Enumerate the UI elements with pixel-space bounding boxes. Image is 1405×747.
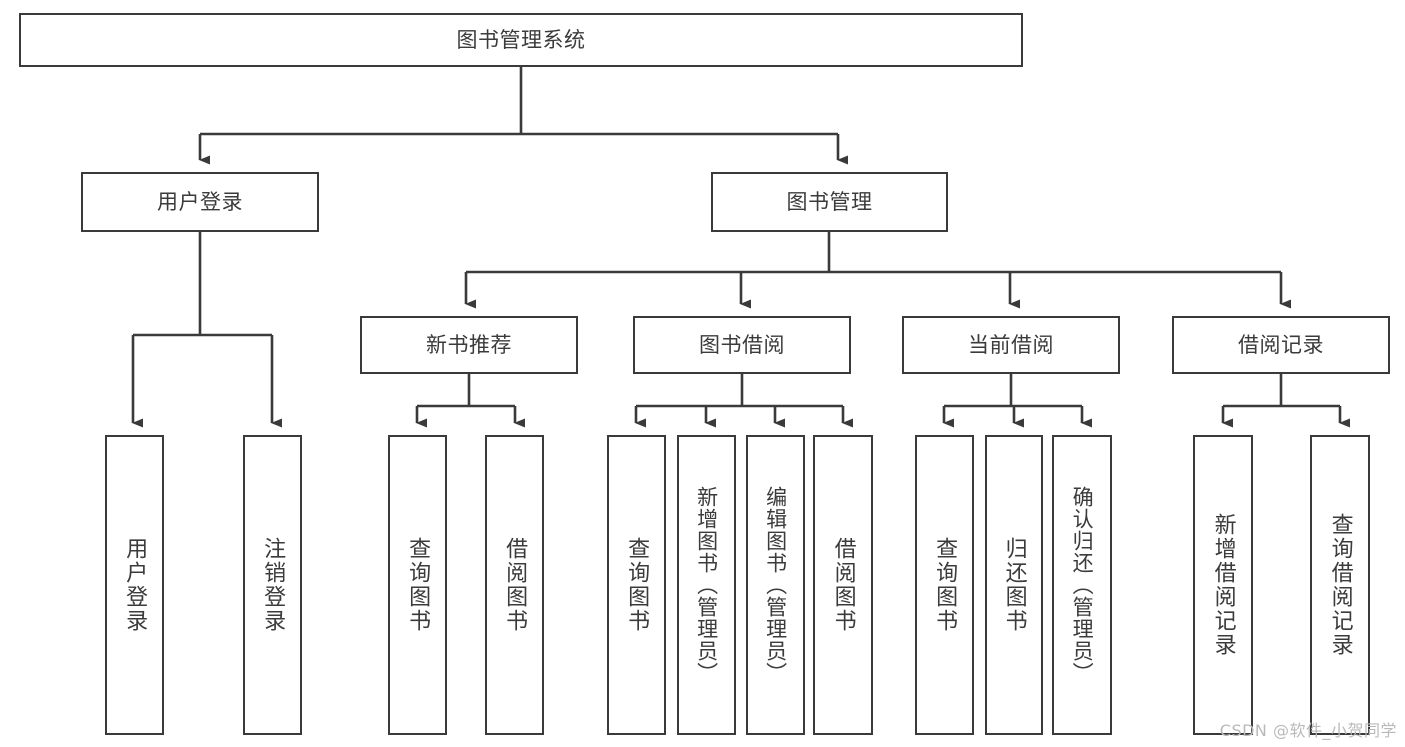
node-leaf-confirm-return-label: 确认归还（管理员） — [1070, 486, 1095, 684]
edge-current-borrow-to-leaves — [942, 374, 1092, 428]
node-book-manage[interactable]: 图书管理 — [711, 172, 948, 232]
node-leaf-query-book-current[interactable]: 查询图书 — [915, 435, 974, 735]
csdn-watermark: CSDN @软件_小贺同学 — [1219, 721, 1397, 740]
node-leaf-add-book[interactable]: 新增图书（管理员） — [677, 435, 736, 735]
node-current-borrow-label: 当前借阅 — [968, 332, 1054, 357]
node-new-book-recommend-label: 新书推荐 — [426, 332, 512, 357]
node-leaf-borrow-book-label: 借阅图书 — [830, 537, 856, 633]
node-leaf-confirm-return[interactable]: 确认归还（管理员） — [1052, 435, 1112, 735]
node-leaf-add-borrow-record-label: 新增借阅记录 — [1210, 513, 1236, 657]
edge-book-borrow-to-leaves — [634, 374, 853, 428]
node-leaf-borrow-book[interactable]: 借阅图书 — [813, 435, 873, 735]
node-leaf-user-login[interactable]: 用户登录 — [105, 435, 164, 735]
node-leaf-query-book-recommend-label: 查询图书 — [405, 537, 431, 633]
node-leaf-return-book-label: 归还图书 — [1001, 537, 1027, 633]
edge-borrow-record-to-leaves — [1221, 374, 1350, 428]
node-borrow-record-label: 借阅记录 — [1238, 332, 1324, 357]
node-user-login[interactable]: 用户登录 — [81, 172, 319, 232]
node-leaf-add-borrow-record[interactable]: 新增借阅记录 — [1193, 435, 1253, 735]
node-leaf-borrow-book-recommend-label: 借阅图书 — [502, 537, 528, 633]
node-leaf-query-book-borrow-label: 查询图书 — [624, 537, 650, 633]
node-book-borrow-label: 图书借阅 — [699, 332, 785, 357]
node-leaf-logout-label: 注销登录 — [260, 537, 286, 633]
node-leaf-query-book-borrow[interactable]: 查询图书 — [607, 435, 666, 735]
node-user-login-label: 用户登录 — [157, 189, 243, 214]
node-book-borrow[interactable]: 图书借阅 — [633, 316, 851, 374]
node-leaf-user-login-label: 用户登录 — [122, 537, 148, 633]
node-leaf-add-book-label: 新增图书（管理员） — [694, 486, 719, 684]
node-new-book-recommend[interactable]: 新书推荐 — [360, 316, 578, 374]
edge-book-manage-to-level3 — [464, 232, 1291, 309]
node-current-borrow[interactable]: 当前借阅 — [902, 316, 1120, 374]
node-root-label: 图书管理系统 — [456, 27, 586, 52]
edge-new-book-recommend-to-leaves — [415, 374, 525, 428]
node-leaf-borrow-book-recommend[interactable]: 借阅图书 — [485, 435, 544, 735]
node-root-system[interactable]: 图书管理系统 — [19, 13, 1023, 67]
node-leaf-query-borrow-record-label: 查询借阅记录 — [1327, 513, 1353, 657]
edge-user-login-to-leaves — [131, 232, 282, 428]
node-borrow-record[interactable]: 借阅记录 — [1172, 316, 1390, 374]
node-leaf-return-book[interactable]: 归还图书 — [985, 435, 1043, 735]
node-leaf-query-borrow-record[interactable]: 查询借阅记录 — [1310, 435, 1370, 735]
node-leaf-edit-book-label: 编辑图书（管理员） — [763, 486, 788, 684]
node-leaf-query-book-recommend[interactable]: 查询图书 — [388, 435, 447, 735]
node-book-manage-label: 图书管理 — [786, 189, 873, 214]
node-leaf-edit-book[interactable]: 编辑图书（管理员） — [746, 435, 805, 735]
node-leaf-logout[interactable]: 注销登录 — [243, 435, 302, 735]
node-leaf-query-book-current-label: 查询图书 — [932, 537, 958, 633]
edge-root-to-level2 — [198, 67, 848, 165]
